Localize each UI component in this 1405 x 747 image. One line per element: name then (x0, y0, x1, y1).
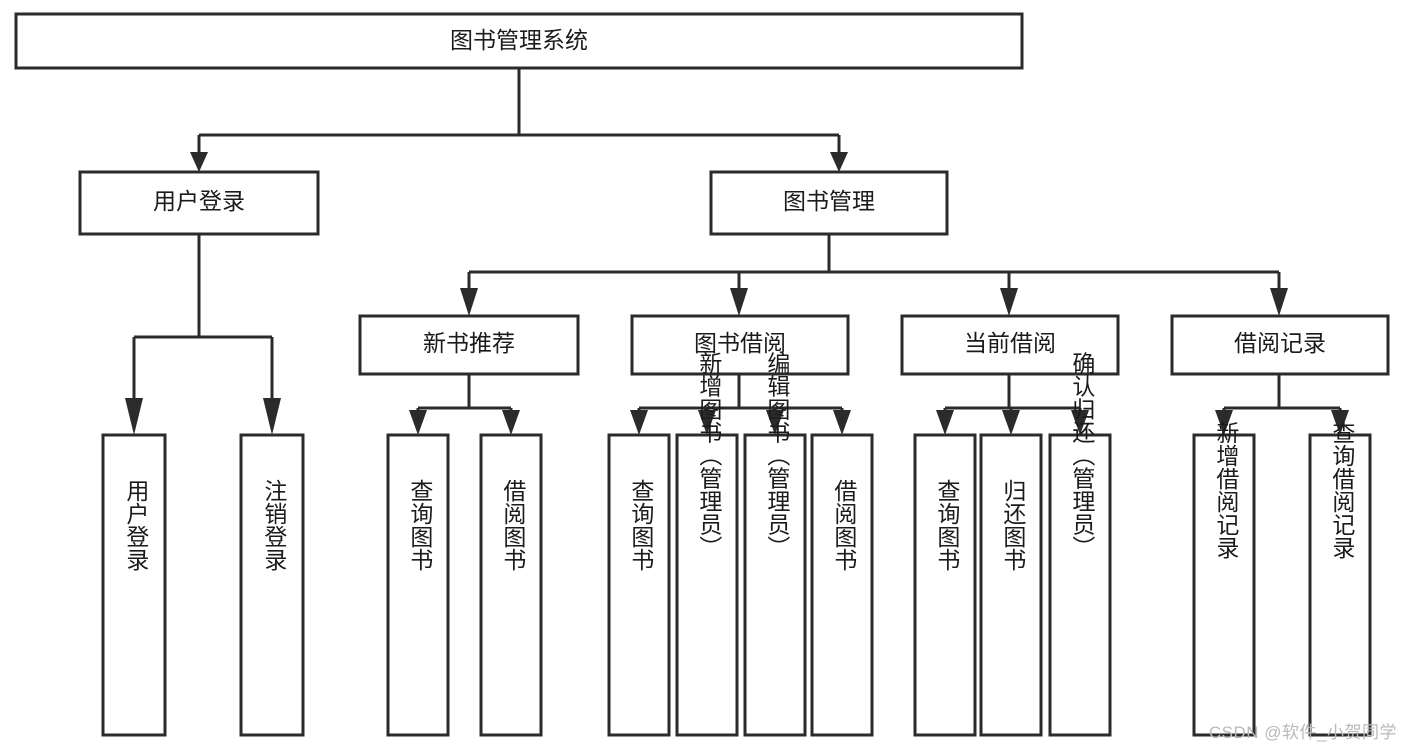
node-leaf-query-record-label: 查询借阅记录 (1329, 421, 1356, 559)
node-leaf-edit-book[interactable]: 编辑图书（管理员） (743, 352, 807, 737)
arrow-current-leaf1 (936, 410, 954, 435)
node-leaf-user-logout-label: 注销登录 (261, 479, 288, 571)
node-root-box[interactable] (14, 12, 1024, 70)
node-current[interactable]: 当前借阅 (900, 314, 1120, 376)
node-root-label: 图书管理系统 (450, 27, 588, 53)
node-borrow[interactable]: 图书借阅 (630, 314, 850, 376)
arrow-records-leaf2 (1331, 410, 1349, 435)
node-leaf-add-record-box[interactable] (1192, 433, 1256, 737)
node-newbook[interactable]: 新书推荐 (358, 314, 580, 376)
node-leaf-borrow-book-2-label: 借阅图书 (831, 479, 858, 571)
node-newbook-label: 新书推荐 (423, 330, 515, 356)
node-leaf-add-record-label: 新增借阅记录 (1213, 421, 1240, 559)
node-newbook-box[interactable] (358, 314, 580, 376)
node-leaf-query-record-box[interactable] (1308, 433, 1372, 737)
node-leaf-confirm-return-box[interactable] (1048, 433, 1112, 737)
node-leaf-add-book-box[interactable] (675, 433, 739, 737)
arrow-borrow-leaf1 (630, 410, 648, 435)
node-leaf-user-login[interactable]: 用户登录 (101, 433, 167, 737)
node-leaf-query-book-1-label: 查询图书 (407, 479, 434, 571)
arrow-bookmgmt-borrow (730, 288, 748, 316)
node-leaf-borrow-book-1-label: 借阅图书 (500, 479, 527, 571)
node-leaf-user-logout[interactable]: 注销登录 (239, 433, 305, 737)
node-leaf-edit-book-box[interactable] (743, 433, 807, 737)
arrow-current-leaf2 (1002, 410, 1020, 435)
node-leaf-add-record[interactable]: 新增借阅记录 (1192, 421, 1256, 737)
node-bookmgmt[interactable]: 图书管理 (709, 170, 949, 236)
arrow-newbook-leaf1 (409, 410, 427, 435)
node-login[interactable]: 用户登录 (78, 170, 320, 236)
arrow-current-leaf3 (1071, 410, 1089, 435)
arrow-login-leaf2 (263, 398, 281, 435)
node-leaf-query-book-3-box[interactable] (913, 433, 977, 737)
node-leaf-query-book-2-label: 查询图书 (628, 479, 655, 571)
node-records-box[interactable] (1170, 314, 1390, 376)
node-leaf-return-book-label: 归还图书 (1000, 479, 1027, 571)
node-leaf-borrow-book-1-box[interactable] (479, 433, 543, 737)
node-borrow-label: 图书借阅 (694, 330, 786, 356)
arrow-borrow-leaf2 (698, 410, 716, 435)
node-leaf-query-book-1[interactable]: 查询图书 (386, 433, 450, 737)
node-leaf-return-book[interactable]: 归还图书 (979, 433, 1043, 737)
arrow-root-to-login (190, 152, 208, 172)
node-leaf-borrow-book-2-box[interactable] (810, 433, 874, 737)
arrow-borrow-leaf4 (833, 410, 851, 435)
node-root[interactable]: 图书管理系统 (14, 12, 1024, 70)
arrow-records-leaf1 (1215, 410, 1233, 435)
node-leaf-confirm-return-label: 确认归还（管理员） (1069, 352, 1096, 559)
node-leaf-query-book-2-box[interactable] (607, 433, 671, 737)
node-leaf-user-logout-box[interactable] (239, 433, 305, 737)
node-current-label: 当前借阅 (964, 330, 1056, 356)
arrow-bookmgmt-current (1000, 288, 1018, 316)
node-login-box[interactable] (78, 170, 320, 236)
arrow-bookmgmt-newbook (460, 288, 478, 316)
arrow-borrow-leaf3 (766, 410, 784, 435)
node-leaf-borrow-book-2[interactable]: 借阅图书 (810, 433, 874, 737)
node-leaf-confirm-return[interactable]: 确认归还（管理员） (1048, 352, 1112, 737)
arrow-bookmgmt-records (1270, 288, 1288, 316)
arrow-root-to-bookmgmt (830, 152, 848, 172)
arrow-newbook-leaf2 (502, 410, 520, 435)
node-leaf-user-login-label: 用户登录 (123, 479, 150, 571)
arrow-login-leaf1 (125, 398, 143, 435)
node-borrow-box[interactable] (630, 314, 850, 376)
node-bookmgmt-box[interactable] (709, 170, 949, 236)
node-leaf-return-book-box[interactable] (979, 433, 1043, 737)
node-bookmgmt-label: 图书管理 (783, 188, 875, 214)
node-records[interactable]: 借阅记录 (1170, 314, 1390, 376)
node-leaf-borrow-book-1[interactable]: 借阅图书 (479, 433, 543, 737)
node-records-label: 借阅记录 (1234, 330, 1326, 356)
edge-layer (125, 68, 1349, 435)
node-leaf-query-book-3[interactable]: 查询图书 (913, 433, 977, 737)
node-leaf-query-book-3-label: 查询图书 (934, 479, 961, 571)
node-leaf-edit-book-label: 编辑图书（管理员） (764, 352, 791, 559)
node-leaf-add-book[interactable]: 新增图书（管理员） (675, 352, 739, 737)
node-leaf-query-book-1-box[interactable] (386, 433, 450, 737)
node-login-label: 用户登录 (153, 188, 245, 214)
node-current-box[interactable] (900, 314, 1120, 376)
node-leaf-query-book-2[interactable]: 查询图书 (607, 433, 671, 737)
node-leaf-user-login-box[interactable] (101, 433, 167, 737)
node-leaf-query-record[interactable]: 查询借阅记录 (1308, 421, 1372, 737)
node-leaf-add-book-label: 新增图书（管理员） (696, 352, 723, 559)
